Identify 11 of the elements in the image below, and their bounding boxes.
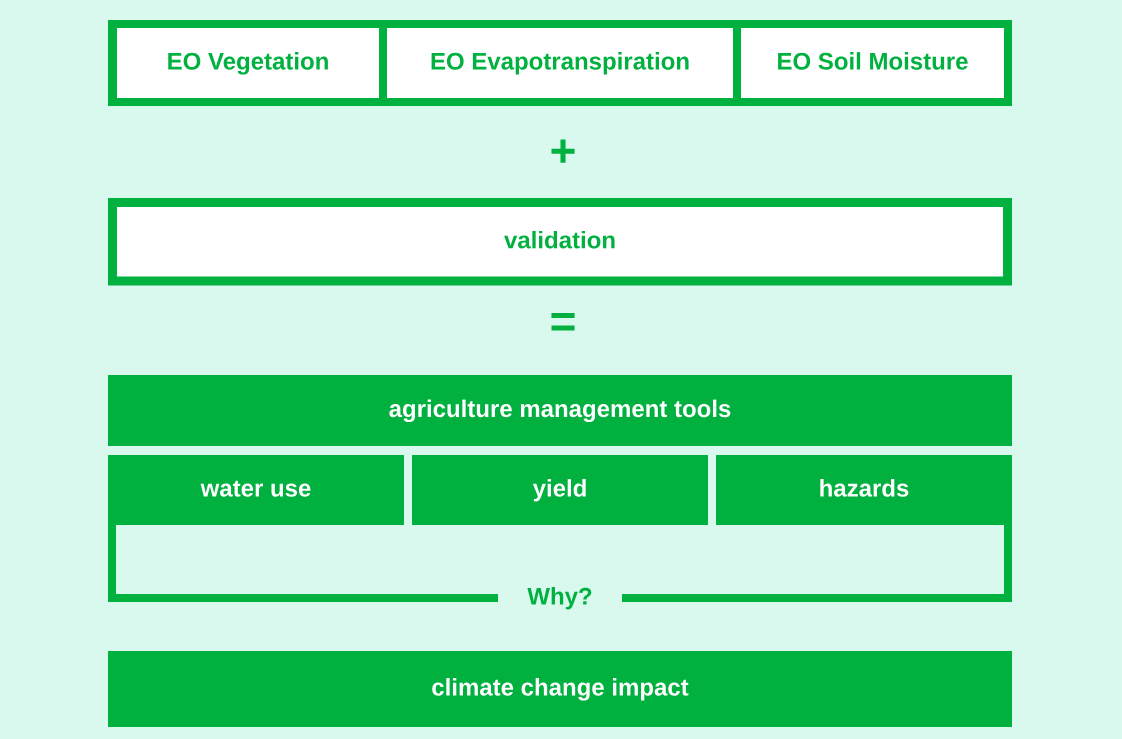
- category-box: water use: [108, 455, 404, 525]
- category-box: hazards: [716, 455, 1012, 525]
- category-box: yield: [412, 455, 708, 525]
- operator-sign: +: [551, 139, 575, 163]
- result-bar: climate change impact: [108, 651, 1012, 727]
- label-box: validation: [108, 198, 1012, 286]
- label-box: EO Evapotranspiration: [387, 28, 733, 98]
- label-box: EO Soil Moisture: [741, 28, 1004, 98]
- header-bar: agriculture management tools: [108, 375, 1012, 446]
- operator-sign: =: [551, 313, 575, 331]
- label-box: EO Vegetation: [117, 28, 379, 98]
